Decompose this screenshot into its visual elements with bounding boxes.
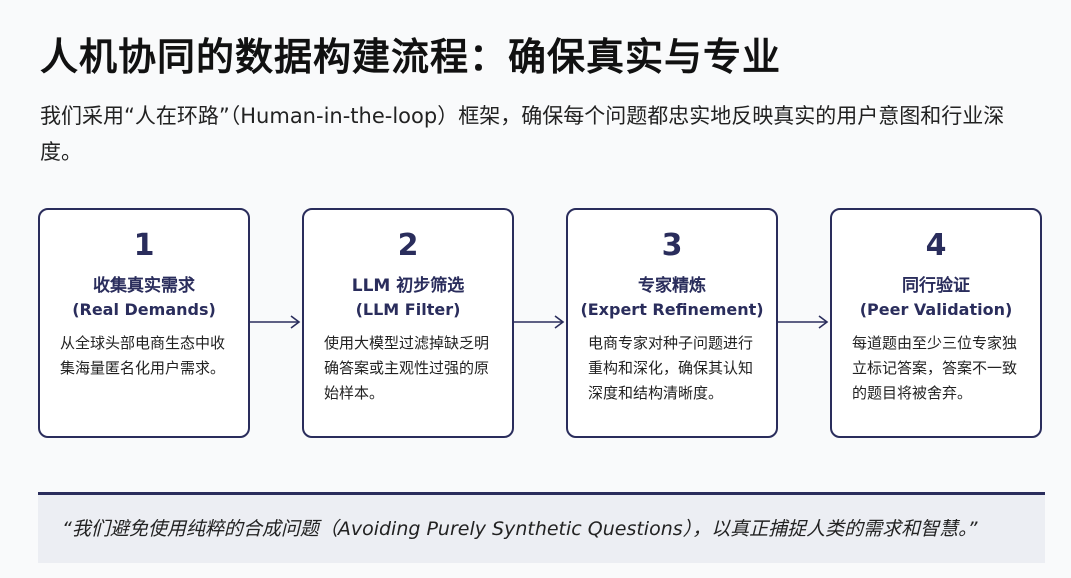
step-title: 收集真实需求 [93,276,195,296]
step-card-1: 1 收集真实需求 (Real Demands) 从全球头部电商生态中收集海量匿名… [38,208,250,438]
quote-text: “我们避免使用纯粹的合成问题（Avoiding Purely Synthetic… [62,518,978,540]
step-card-3: 3 专家精炼 (Expert Refinement) 电商专家对种子问题进行重构… [566,208,778,438]
step-number: 3 [661,228,683,263]
step-subtitle: (Peer Validation) [859,300,1013,319]
quote-box: “我们避免使用纯粹的合成问题（Avoiding Purely Synthetic… [38,495,1045,563]
step-title: 专家精炼 [638,276,706,296]
step-number: 4 [925,228,947,263]
step-description: 使用大模型过滤掉缺乏明确答案或主观性过强的原始样本。 [324,334,490,402]
step-title: 同行验证 [902,276,970,296]
step-description: 电商专家对种子问题进行重构和深化，确保其认知深度和结构清晰度。 [588,334,754,402]
page-subtitle: 我们采用“人在环路”（Human-in-the-loop）框架，确保每个问题都忠… [40,104,1005,164]
step-subtitle: (Expert Refinement) [580,300,764,319]
arrow-right-icon [514,315,565,329]
step-subtitle: (Real Demands) [72,300,216,319]
step-number: 2 [397,228,419,263]
page-title: 人机协同的数据构建流程：确保真实与专业 [40,35,782,79]
arrow-right-icon [778,315,829,329]
quote-divider [38,492,1045,495]
step-subtitle: (LLM Filter) [355,300,461,319]
step-description: 每道题由至少三位专家独立标记答案，答案不一致的题目将被舍弃。 [852,334,1018,402]
step-title: LLM 初步筛选 [351,276,465,296]
step-card-2: 2 LLM 初步筛选 (LLM Filter) 使用大模型过滤掉缺乏明确答案或主… [302,208,514,438]
step-number: 1 [133,228,155,263]
arrow-right-icon [250,315,301,329]
step-card-4: 4 同行验证 (Peer Validation) 每道题由至少三位专家独立标记答… [830,208,1042,438]
step-description: 从全球头部电商生态中收集海量匿名化用户需求。 [60,334,226,377]
